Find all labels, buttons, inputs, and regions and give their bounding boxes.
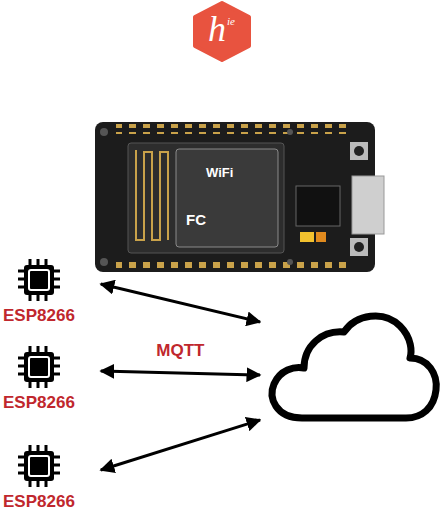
- connector-arrow: [101, 371, 260, 375]
- logo-hexagon: [195, 3, 249, 60]
- connector-arrow: [101, 284, 260, 322]
- chip-node: ESP8266: [3, 258, 75, 326]
- logo-letter: h: [208, 10, 226, 48]
- cloud-shape: [262, 300, 442, 445]
- connector-arrow: [101, 420, 260, 470]
- chip-label: ESP8266: [3, 393, 75, 413]
- chip-icon: [17, 444, 61, 488]
- nodemcu-board: [95, 122, 384, 272]
- fc-mark: FC: [186, 212, 206, 228]
- cloud-node: [262, 300, 442, 445]
- logo-letters: ie: [227, 15, 235, 27]
- chip-node: ESP8266: [3, 345, 75, 413]
- chip-label: ESP8266: [3, 306, 75, 326]
- chip-icon: [17, 345, 61, 389]
- edge-label: MQTT: [154, 341, 206, 361]
- wifi-mark: WiFi: [206, 166, 233, 180]
- chip-label: ESP8266: [3, 492, 75, 512]
- chip-icon: [17, 258, 61, 302]
- chip-node: ESP8266: [3, 444, 75, 512]
